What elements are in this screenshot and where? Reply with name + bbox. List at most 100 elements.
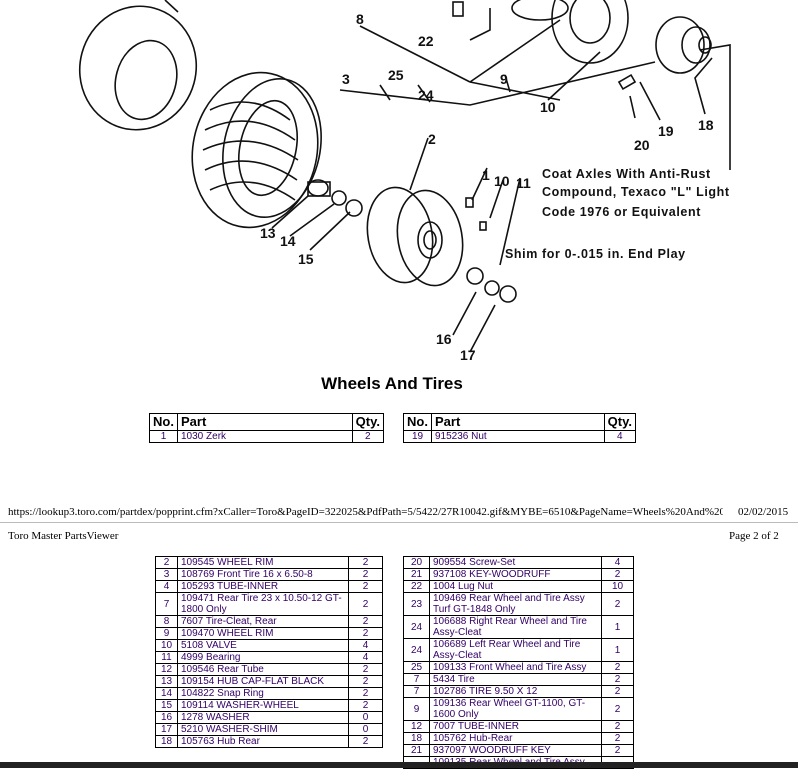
part-number-cell: 18: [155, 735, 178, 748]
part-description-cell: 105763 Hub Rear: [177, 735, 349, 748]
part-description-cell: 915236 Nut: [431, 430, 605, 443]
callout-25: 25: [388, 67, 404, 83]
part-number-cell: 9: [155, 627, 178, 640]
part-number-cell: 13: [155, 675, 178, 688]
footer-date: 02/02/2015: [738, 506, 789, 518]
callout-17: 17: [460, 347, 476, 363]
note-coat-line1: Coat Axles With Anti-Rust: [542, 167, 711, 181]
col-header-part: Part: [177, 413, 353, 431]
quantity-cell: 4: [601, 556, 634, 569]
part-description-cell: 109133 Front Wheel and Tire Assy: [429, 661, 602, 674]
callout-10b: 10: [494, 173, 510, 189]
quantity-cell: 1: [601, 615, 634, 639]
quantity-cell: 2: [601, 685, 634, 698]
part-number-cell: 18: [403, 732, 430, 745]
part-number-cell: 23: [403, 592, 430, 616]
quantity-cell: 4: [348, 651, 383, 664]
wheels-tires-diagram: 8 22 9 10 3 25 24 2 20 19 18 1 10 11 13 …: [78, 0, 731, 363]
part-number-cell: 12: [403, 720, 430, 733]
quantity-cell: 2: [601, 592, 634, 616]
callout-20: 20: [634, 137, 650, 153]
quantity-cell: 2: [348, 580, 383, 593]
quantity-cell: 0: [348, 711, 383, 724]
callout-16: 16: [436, 331, 452, 347]
part-description-cell: 909554 Screw-Set: [429, 556, 602, 569]
part-description-cell: 102786 TIRE 9.50 X 12: [429, 685, 602, 698]
quantity-cell: 2: [601, 673, 634, 686]
quantity-cell: 2: [348, 735, 383, 748]
quantity-cell: 2: [601, 744, 634, 757]
callout-24: 24: [418, 87, 434, 103]
part-number-cell: 21: [403, 744, 430, 757]
part-number-cell: 2: [155, 556, 178, 569]
callout-18: 18: [698, 117, 714, 133]
part-number-cell: 1: [149, 430, 178, 443]
part-number-cell: 7: [403, 685, 430, 698]
part-number-cell: 24: [403, 638, 430, 662]
part-description-cell: 105762 Hub-Rear: [429, 732, 602, 745]
part-description-cell: 109469 Rear Wheel and Tire Assy Turf GT-…: [429, 592, 602, 616]
quantity-cell: 2: [601, 697, 634, 721]
callout-19: 19: [658, 123, 674, 139]
col-header-no: No.: [149, 413, 178, 431]
part-description-cell: 5210 WASHER-SHIM: [177, 723, 349, 736]
quantity-cell: 2: [601, 720, 634, 733]
callout-2: 2: [428, 131, 436, 147]
part-description-cell: 109546 Rear Tube: [177, 663, 349, 676]
quantity-cell: 4: [348, 639, 383, 652]
quantity-cell: 2: [348, 615, 383, 628]
part-number-cell: 7: [403, 673, 430, 686]
callout-9: 9: [500, 71, 508, 87]
part-description-cell: 105293 TUBE-INNER: [177, 580, 349, 593]
part-description-cell: 937108 KEY-WOODRUFF: [429, 568, 602, 581]
part-number-cell: 21: [403, 568, 430, 581]
part-number-cell: 4: [155, 580, 178, 593]
part-description-cell: 109545 WHEEL RIM: [177, 556, 349, 569]
callout-11: 11: [516, 175, 531, 191]
part-number-cell: 20: [403, 556, 430, 569]
note-shim: Shim for 0-.015 in. End Play: [505, 247, 686, 261]
page-separator: [0, 522, 798, 523]
quantity-cell: 10: [601, 580, 634, 593]
quantity-cell: 2: [601, 732, 634, 745]
part-description-cell: 7607 Tire-Cleat, Rear: [177, 615, 349, 628]
callout-3: 3: [342, 71, 350, 87]
part-number-cell: 12: [155, 663, 178, 676]
callout-10: 10: [540, 99, 556, 115]
part-description-cell: 106689 Left Rear Wheel and Tire Assy-Cle…: [429, 638, 602, 662]
part-description-cell: 1004 Lug Nut: [429, 580, 602, 593]
part-description-cell: 109136 Rear Wheel GT-1100, GT-1600 Only: [429, 697, 602, 721]
quantity-cell: 2: [601, 568, 634, 581]
part-number-cell: 7: [155, 592, 178, 616]
note-coat-line2: Compound, Texaco "L" Light: [542, 185, 730, 199]
part-description-cell: 109470 WHEEL RIM: [177, 627, 349, 640]
quantity-cell: 2: [348, 687, 383, 700]
part-number-cell: 16: [155, 711, 178, 724]
part-number-cell: 17: [155, 723, 178, 736]
part-description-cell: 5108 VALVE: [177, 639, 349, 652]
section-title: Wheels And Tires: [321, 374, 463, 393]
part-number-cell: 24: [403, 615, 430, 639]
